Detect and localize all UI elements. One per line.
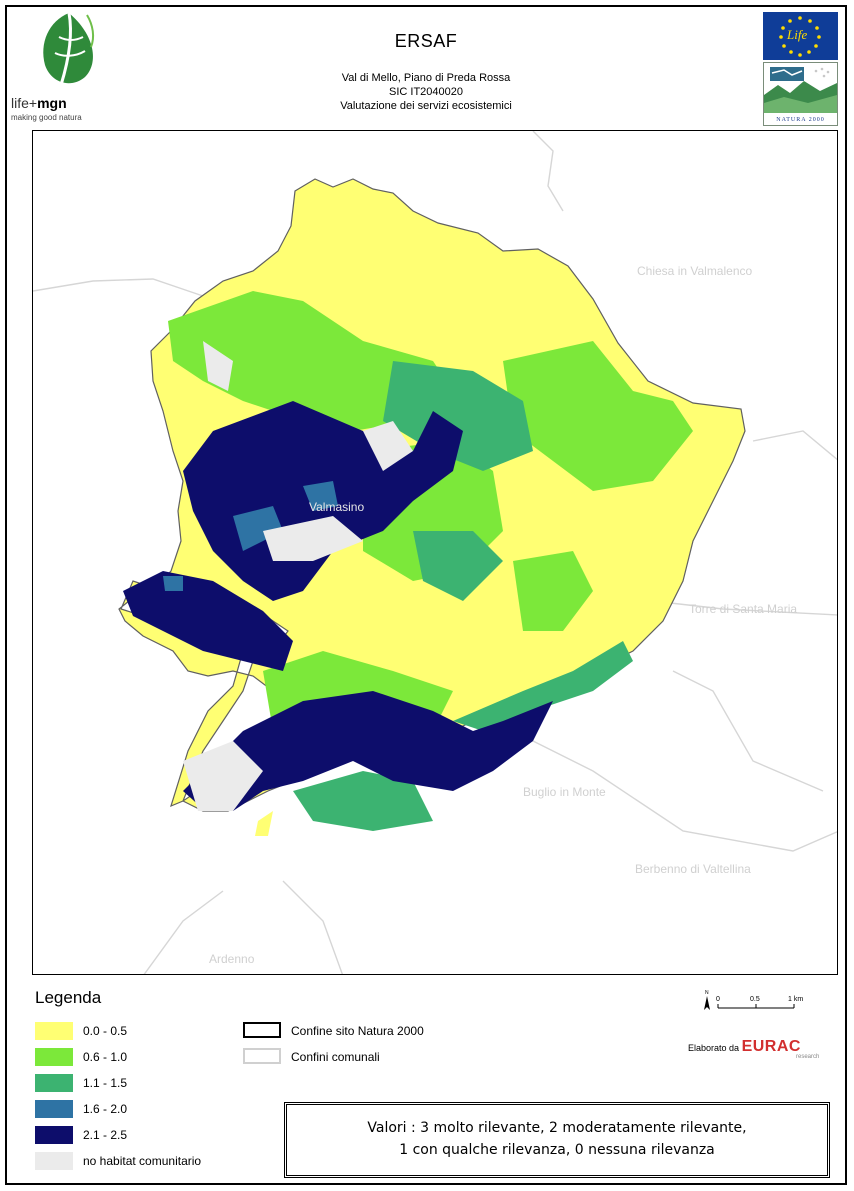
map-canvas: Chiesa in Valmalenco Valmasino Torre di …: [33, 131, 837, 974]
habitat-patches: [123, 291, 693, 836]
patch-class-5: [123, 571, 293, 671]
patch-class-3: [293, 771, 433, 831]
north-arrow-icon: N 0 0.5 1 km: [704, 990, 803, 1010]
patch-class-1: [255, 811, 273, 836]
natura-landscape-icon: [764, 67, 837, 113]
legend-swatch-outline: [243, 1022, 281, 1038]
legend-label: 1.1 - 1.5: [83, 1076, 128, 1090]
patch-class-3: [413, 531, 503, 601]
note-line-1: Valori : 3 molto rilevante, 2 moderatame…: [367, 1120, 747, 1136]
header: life+mgn making good natura ERSAF Val di…: [7, 7, 845, 130]
patch-none: [263, 516, 363, 561]
leaf-icon: [43, 12, 95, 86]
patch-class-4: [233, 506, 283, 551]
page-frame: [5, 5, 847, 1185]
page-title: ERSAF: [394, 31, 458, 51]
eu-logo-text: Life: [787, 27, 808, 42]
credit-prefix: Elaborato da: [688, 1043, 740, 1053]
eurac-logo: EURAC: [741, 1038, 801, 1055]
eurac-sub: research: [796, 1054, 820, 1060]
scale-tick: 1 km: [788, 996, 803, 1003]
legend-label: no habitat comunitario: [83, 1154, 202, 1168]
patch-class-2: [503, 341, 693, 491]
subtitle-line-2: SIC IT2040020: [389, 86, 463, 98]
place-label: Buglio in Monte: [523, 785, 606, 799]
subtitle-line-3: Valutazione dei servizi ecosistemici: [340, 100, 512, 112]
scale-tick: 0: [716, 996, 720, 1003]
legend-label: Confine sito Natura 2000: [291, 1024, 424, 1038]
brand-text: life+mgn: [11, 95, 67, 111]
patch-class-5: [183, 691, 553, 811]
map-panel: Chiesa in Valmalenco Valmasino Torre di …: [32, 130, 838, 975]
legend-label: Confini comunali: [291, 1050, 380, 1064]
legend-swatch-outline: [243, 1048, 281, 1064]
legend-label: 0.0 - 0.5: [83, 1024, 128, 1038]
legend-label: 1.6 - 2.0: [83, 1102, 128, 1116]
place-label: Valmasino: [309, 500, 364, 514]
legend-swatch: [35, 1100, 73, 1118]
place-label: Chiesa in Valmalenco: [637, 264, 752, 278]
legend-label: 0.6 - 1.0: [83, 1050, 128, 1064]
legend-swatch: [35, 1152, 73, 1170]
eu-life-logo: Life: [763, 12, 838, 60]
legend-label: 2.1 - 2.5: [83, 1128, 128, 1142]
subtitle-line-1: Val di Mello, Piano di Preda Rossa: [341, 72, 511, 84]
scale-bar: N 0 0.5 1 km: [700, 988, 810, 1014]
page-subtitle: Val di Mello, Piano di Preda Rossa SIC I…: [7, 71, 845, 113]
patch-class-2: [168, 291, 453, 431]
credit: Elaborato da EURAC research: [688, 1038, 819, 1060]
place-label: Torre di Santa Maria: [689, 602, 797, 616]
note-line-2: 1 con qualche rilevanza, 0 nessuna rilev…: [399, 1142, 715, 1158]
patch-none: [363, 421, 413, 471]
eu-stars-icon: [779, 16, 821, 57]
natura-2000-label: NATURA 2000: [776, 117, 825, 123]
brand-tagline: making good natura: [11, 113, 82, 122]
patch-class-3: [453, 641, 633, 731]
patch-none: [203, 341, 233, 391]
place-label: Ardenno: [209, 952, 255, 966]
life-mgn-logo: life+mgn making good natura: [7, 7, 147, 125]
legend-swatch: [35, 1126, 73, 1144]
scale-tick: 0.5: [750, 996, 760, 1003]
patch-class-4: [163, 576, 183, 591]
legend-title: Legenda: [35, 988, 102, 1007]
legend-swatch: [35, 1022, 73, 1040]
patch-class-4: [303, 481, 338, 511]
municipal-boundaries: [33, 131, 837, 974]
legend-swatch: [35, 1074, 73, 1092]
place-label: Berbenno di Valtellina: [635, 862, 751, 876]
legend-swatch: [35, 1048, 73, 1066]
north-label: N: [705, 990, 709, 996]
patch-none: [183, 741, 263, 811]
values-note: Valori : 3 molto rilevante, 2 moderatame…: [284, 1102, 830, 1178]
patch-class-2: [513, 551, 593, 631]
natura-2000-logo: NATURA 2000: [763, 62, 838, 126]
